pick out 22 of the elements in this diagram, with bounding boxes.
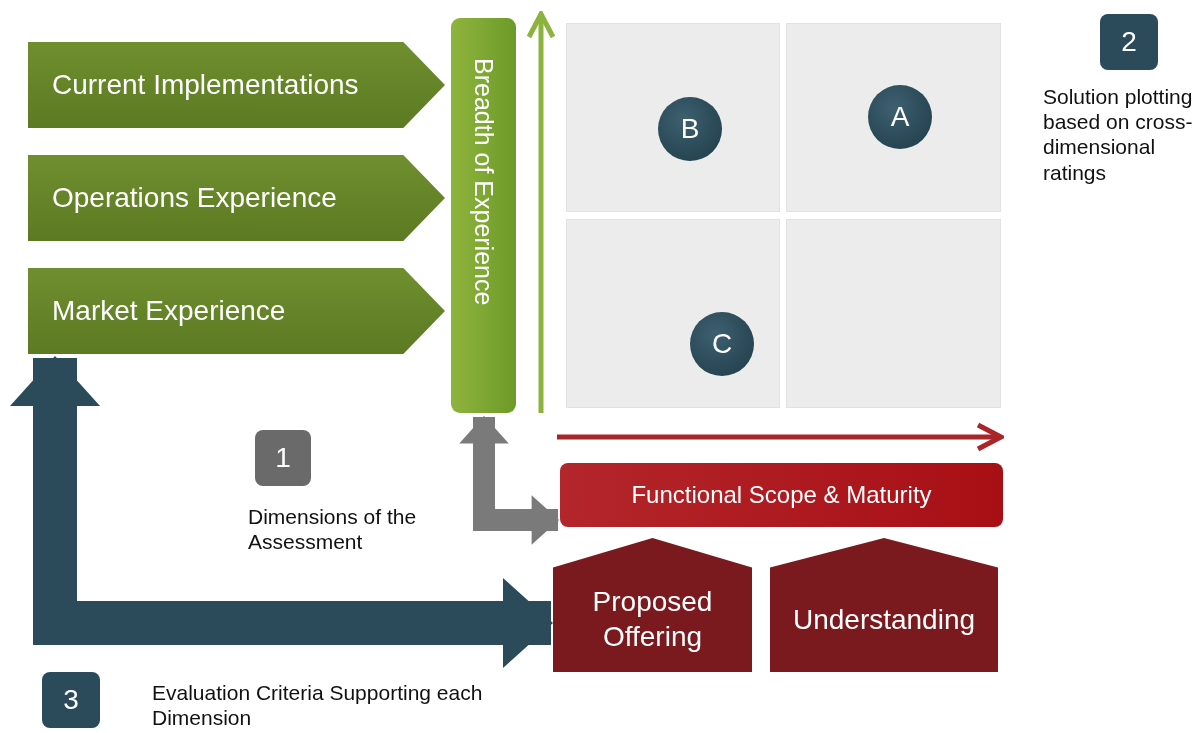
chevron-label: Operations Experience [28, 155, 445, 241]
quadrant-cell [786, 219, 1001, 408]
rating-circle: A [868, 85, 932, 149]
note-text: Solution plotting based on cross-dimensional ratings [1043, 84, 1194, 185]
house-label: Proposed Offering [553, 538, 752, 672]
quadrant-cell [786, 23, 1001, 212]
axis-title-bar: Breadth of Experience [451, 18, 516, 413]
step-number: 2 [1100, 14, 1158, 70]
quadrant-cell [566, 23, 780, 212]
step-number: 1 [255, 430, 311, 486]
quadrant-cell [566, 219, 780, 408]
house-label: Understanding [770, 538, 998, 672]
note-text: Evaluation Criteria Supporting each Dimension [152, 680, 484, 731]
rating-circle: C [690, 312, 754, 376]
note-text: Dimensions of the Assessment [248, 504, 418, 555]
step-number: 3 [42, 672, 100, 728]
chevron-label: Market Experience [28, 268, 445, 354]
rating-circle: B [658, 97, 722, 161]
axis-title-bar: Functional Scope & Maturity [560, 463, 1003, 527]
l-shaped-arrow [10, 356, 553, 668]
l-shaped-arrow [459, 415, 560, 545]
chevron-label: Current Implementations [28, 42, 445, 128]
